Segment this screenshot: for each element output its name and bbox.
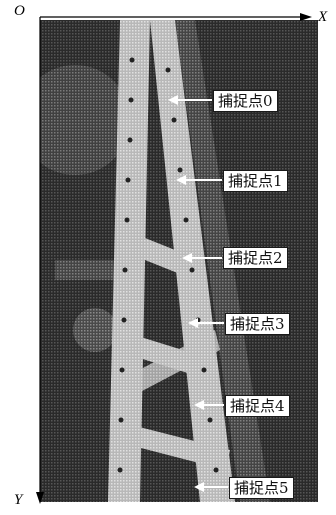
origin-label: O	[14, 3, 25, 19]
x-axis-label: X	[318, 9, 328, 25]
callout-label: 捕捉点4	[225, 395, 290, 417]
cross-brace	[114, 330, 215, 380]
tower-edge-beam	[175, 20, 270, 502]
perforations	[117, 57, 219, 473]
callout-label: 捕捉点5	[229, 477, 294, 499]
callout-label: 捕捉点1	[223, 170, 288, 192]
background-bar	[55, 260, 115, 280]
background-blob	[40, 65, 130, 175]
cross-brace	[120, 230, 200, 280]
callout-label: 捕捉点3	[225, 313, 290, 335]
cross-brace	[110, 420, 230, 470]
x-axis-arrow	[300, 13, 312, 21]
callout-arrows	[168, 95, 228, 492]
cross-brace	[120, 330, 220, 400]
callout-label: 捕捉点0	[213, 90, 278, 112]
y-axis-label: Y	[14, 492, 23, 508]
y-axis-arrow	[36, 492, 44, 504]
callout-label: 捕捉点2	[223, 247, 288, 269]
background-knob	[73, 308, 117, 352]
